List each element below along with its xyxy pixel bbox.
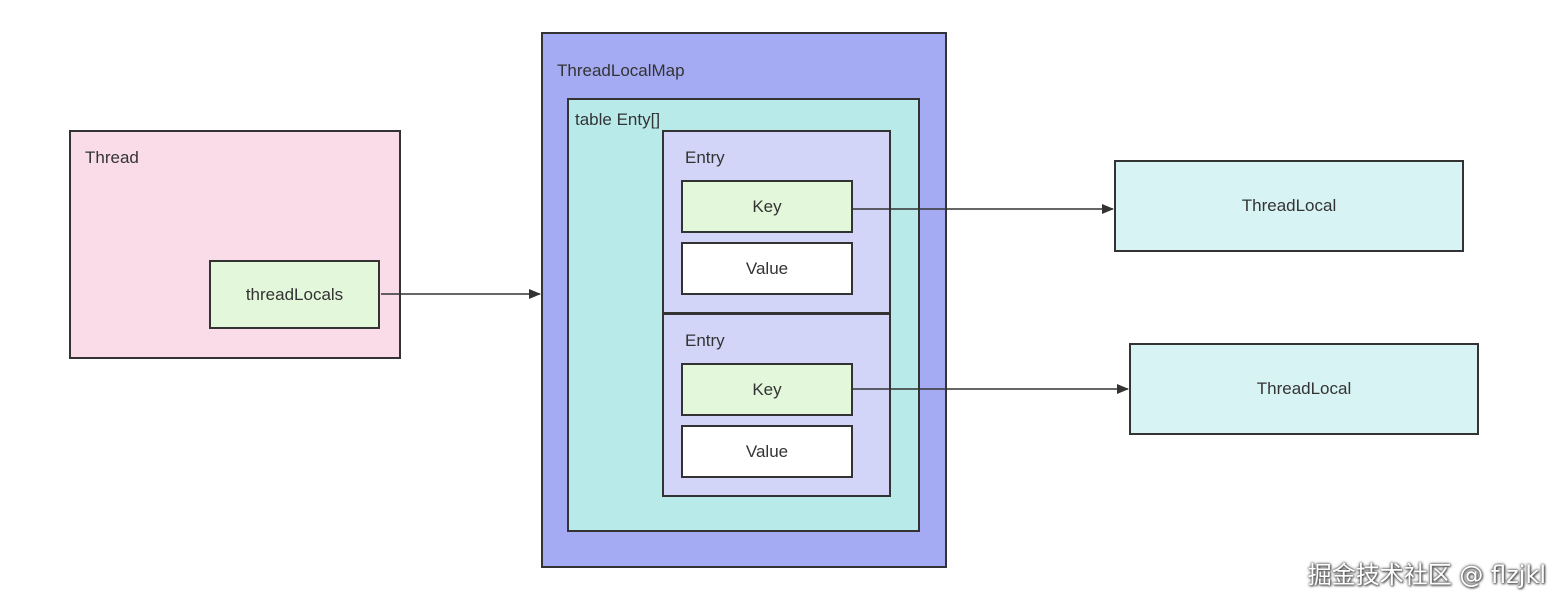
entry-table-title: table Enty[] [575, 110, 661, 129]
entry-value-2: Value [681, 425, 853, 478]
entry-key-1: Key [681, 180, 853, 233]
entry-title-1: Entry [685, 148, 725, 167]
entry-value-1: Value [681, 242, 853, 295]
thread-locals-field: threadLocals [209, 260, 380, 329]
entry-title-2: Entry [685, 331, 725, 350]
thread-local-box-2: ThreadLocal [1129, 343, 1479, 435]
entry-key-2: Key [681, 363, 853, 416]
thread-local-map-title: ThreadLocalMap [557, 61, 685, 80]
thread-local-box-1: ThreadLocal [1114, 160, 1464, 252]
watermark: 掘金技术社区 @ flzjkl [1307, 561, 1546, 589]
thread-title: Thread [85, 148, 139, 167]
